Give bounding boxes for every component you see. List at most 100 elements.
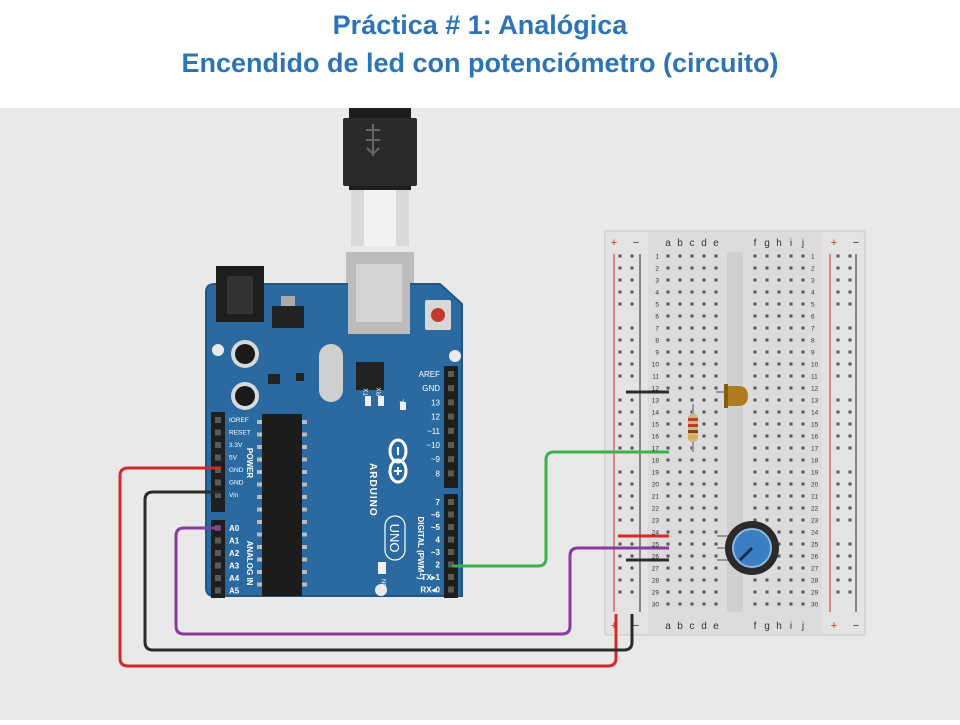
chip-pin: [257, 545, 262, 549]
breadboard-hole: [801, 470, 805, 474]
rx-led: [378, 396, 384, 406]
row-number: 22: [811, 506, 819, 513]
breadboard-hole: [666, 410, 670, 414]
breadboard-hole: [714, 566, 718, 570]
breadboard-hole: [777, 374, 781, 378]
power-header: [211, 412, 225, 512]
column-letter: d: [701, 238, 707, 249]
breadboard-hole: [714, 542, 718, 546]
rail-hole: [618, 350, 622, 354]
breadboard-hole: [690, 338, 694, 342]
breadboard-hole: [765, 518, 769, 522]
breadboard-hole: [777, 506, 781, 510]
row-number: 21: [811, 494, 819, 501]
breadboard-hole: [765, 266, 769, 270]
breadboard-hole: [777, 278, 781, 282]
rail-hole: [848, 494, 852, 498]
breadboard-hole: [777, 314, 781, 318]
breadboard-hole: [765, 386, 769, 390]
breadboard-hole: [678, 266, 682, 270]
header-pin: [448, 561, 454, 568]
rail-hole: [836, 446, 840, 450]
breadboard-hole: [678, 518, 682, 522]
breadboard-hole: [777, 530, 781, 534]
rail-hole: [630, 518, 634, 522]
breadboard-hole: [777, 494, 781, 498]
rail-hole: [618, 266, 622, 270]
breadboard-hole: [765, 470, 769, 474]
rail-hole: [848, 566, 852, 570]
breadboard-hole: [789, 362, 793, 366]
breadboard-hole: [714, 266, 718, 270]
breadboard-hole: [690, 302, 694, 306]
rail-hole: [630, 422, 634, 426]
breadboard-hole: [702, 386, 706, 390]
chip-pin: [302, 457, 307, 462]
potentiometer: [717, 521, 779, 575]
header-pin: [215, 454, 221, 461]
rail-hole: [630, 278, 634, 282]
breadboard-hole: [753, 278, 757, 282]
breadboard-hole: [714, 602, 718, 606]
breadboard-hole: [801, 542, 805, 546]
row-number: 4: [655, 290, 659, 297]
breadboard-hole: [702, 578, 706, 582]
breadboard-hole: [753, 434, 757, 438]
breadboard-hole: [702, 590, 706, 594]
chip-pin: [257, 457, 262, 462]
row-number: 8: [655, 338, 659, 345]
row-number: 18: [811, 458, 819, 465]
breadboard-hole: [690, 602, 694, 606]
breadboard-hole: [666, 590, 670, 594]
row-number: 26: [652, 554, 660, 561]
breadboard-hole: [801, 254, 805, 258]
chip-pin: [302, 470, 307, 474]
row-number: 20: [811, 482, 819, 489]
row-number: 23: [652, 518, 660, 525]
header-pin: [215, 467, 221, 473]
breadboard-hole: [702, 542, 706, 546]
breadboard-hole: [702, 266, 706, 270]
breadboard-hole: [777, 566, 781, 570]
breadboard-hole: [702, 506, 706, 510]
analog-header-label: ANALOG IN: [245, 541, 254, 586]
rail-hole: [836, 578, 840, 582]
column-letter: g: [764, 621, 770, 632]
breadboard-hole: [789, 254, 793, 258]
digital-header-high: [444, 366, 458, 488]
chip-pin: [302, 482, 307, 487]
digital-pin-label: AREF: [419, 370, 440, 379]
rail-hole: [630, 410, 634, 414]
row-number: 27: [652, 566, 660, 573]
row-number: 26: [811, 554, 819, 561]
rail-hole: [836, 506, 840, 510]
rail-hole: [618, 518, 622, 522]
breadboard-hole: [765, 494, 769, 498]
breadboard-hole: [666, 254, 670, 258]
rail-hole: [630, 542, 634, 546]
breadboard-hole: [801, 602, 805, 606]
l-led: [400, 402, 406, 410]
breadboard-hole: [714, 470, 718, 474]
breadboard-hole: [801, 374, 805, 378]
column-letter: c: [690, 238, 695, 249]
breadboard-hole: [678, 506, 682, 510]
rail-minus-left: −: [633, 237, 639, 249]
breadboard-hole: [678, 290, 682, 294]
breadboard-hole: [678, 314, 682, 318]
breadboard-hole: [702, 494, 706, 498]
breadboard-hole: [777, 290, 781, 294]
breadboard-hole: [690, 290, 694, 294]
breadboard-hole: [690, 470, 694, 474]
rail-hole: [630, 470, 634, 474]
rail-hole: [848, 374, 852, 378]
breadboard-hole: [666, 554, 670, 558]
breadboard-hole: [801, 446, 805, 450]
breadboard-hole: [678, 326, 682, 330]
breadboard-hole: [789, 338, 793, 342]
breadboard-hole: [690, 458, 694, 462]
breadboard-hole: [690, 362, 694, 366]
rail-hole: [630, 254, 634, 258]
breadboard-hole: [777, 590, 781, 594]
rail-hole: [848, 422, 852, 426]
